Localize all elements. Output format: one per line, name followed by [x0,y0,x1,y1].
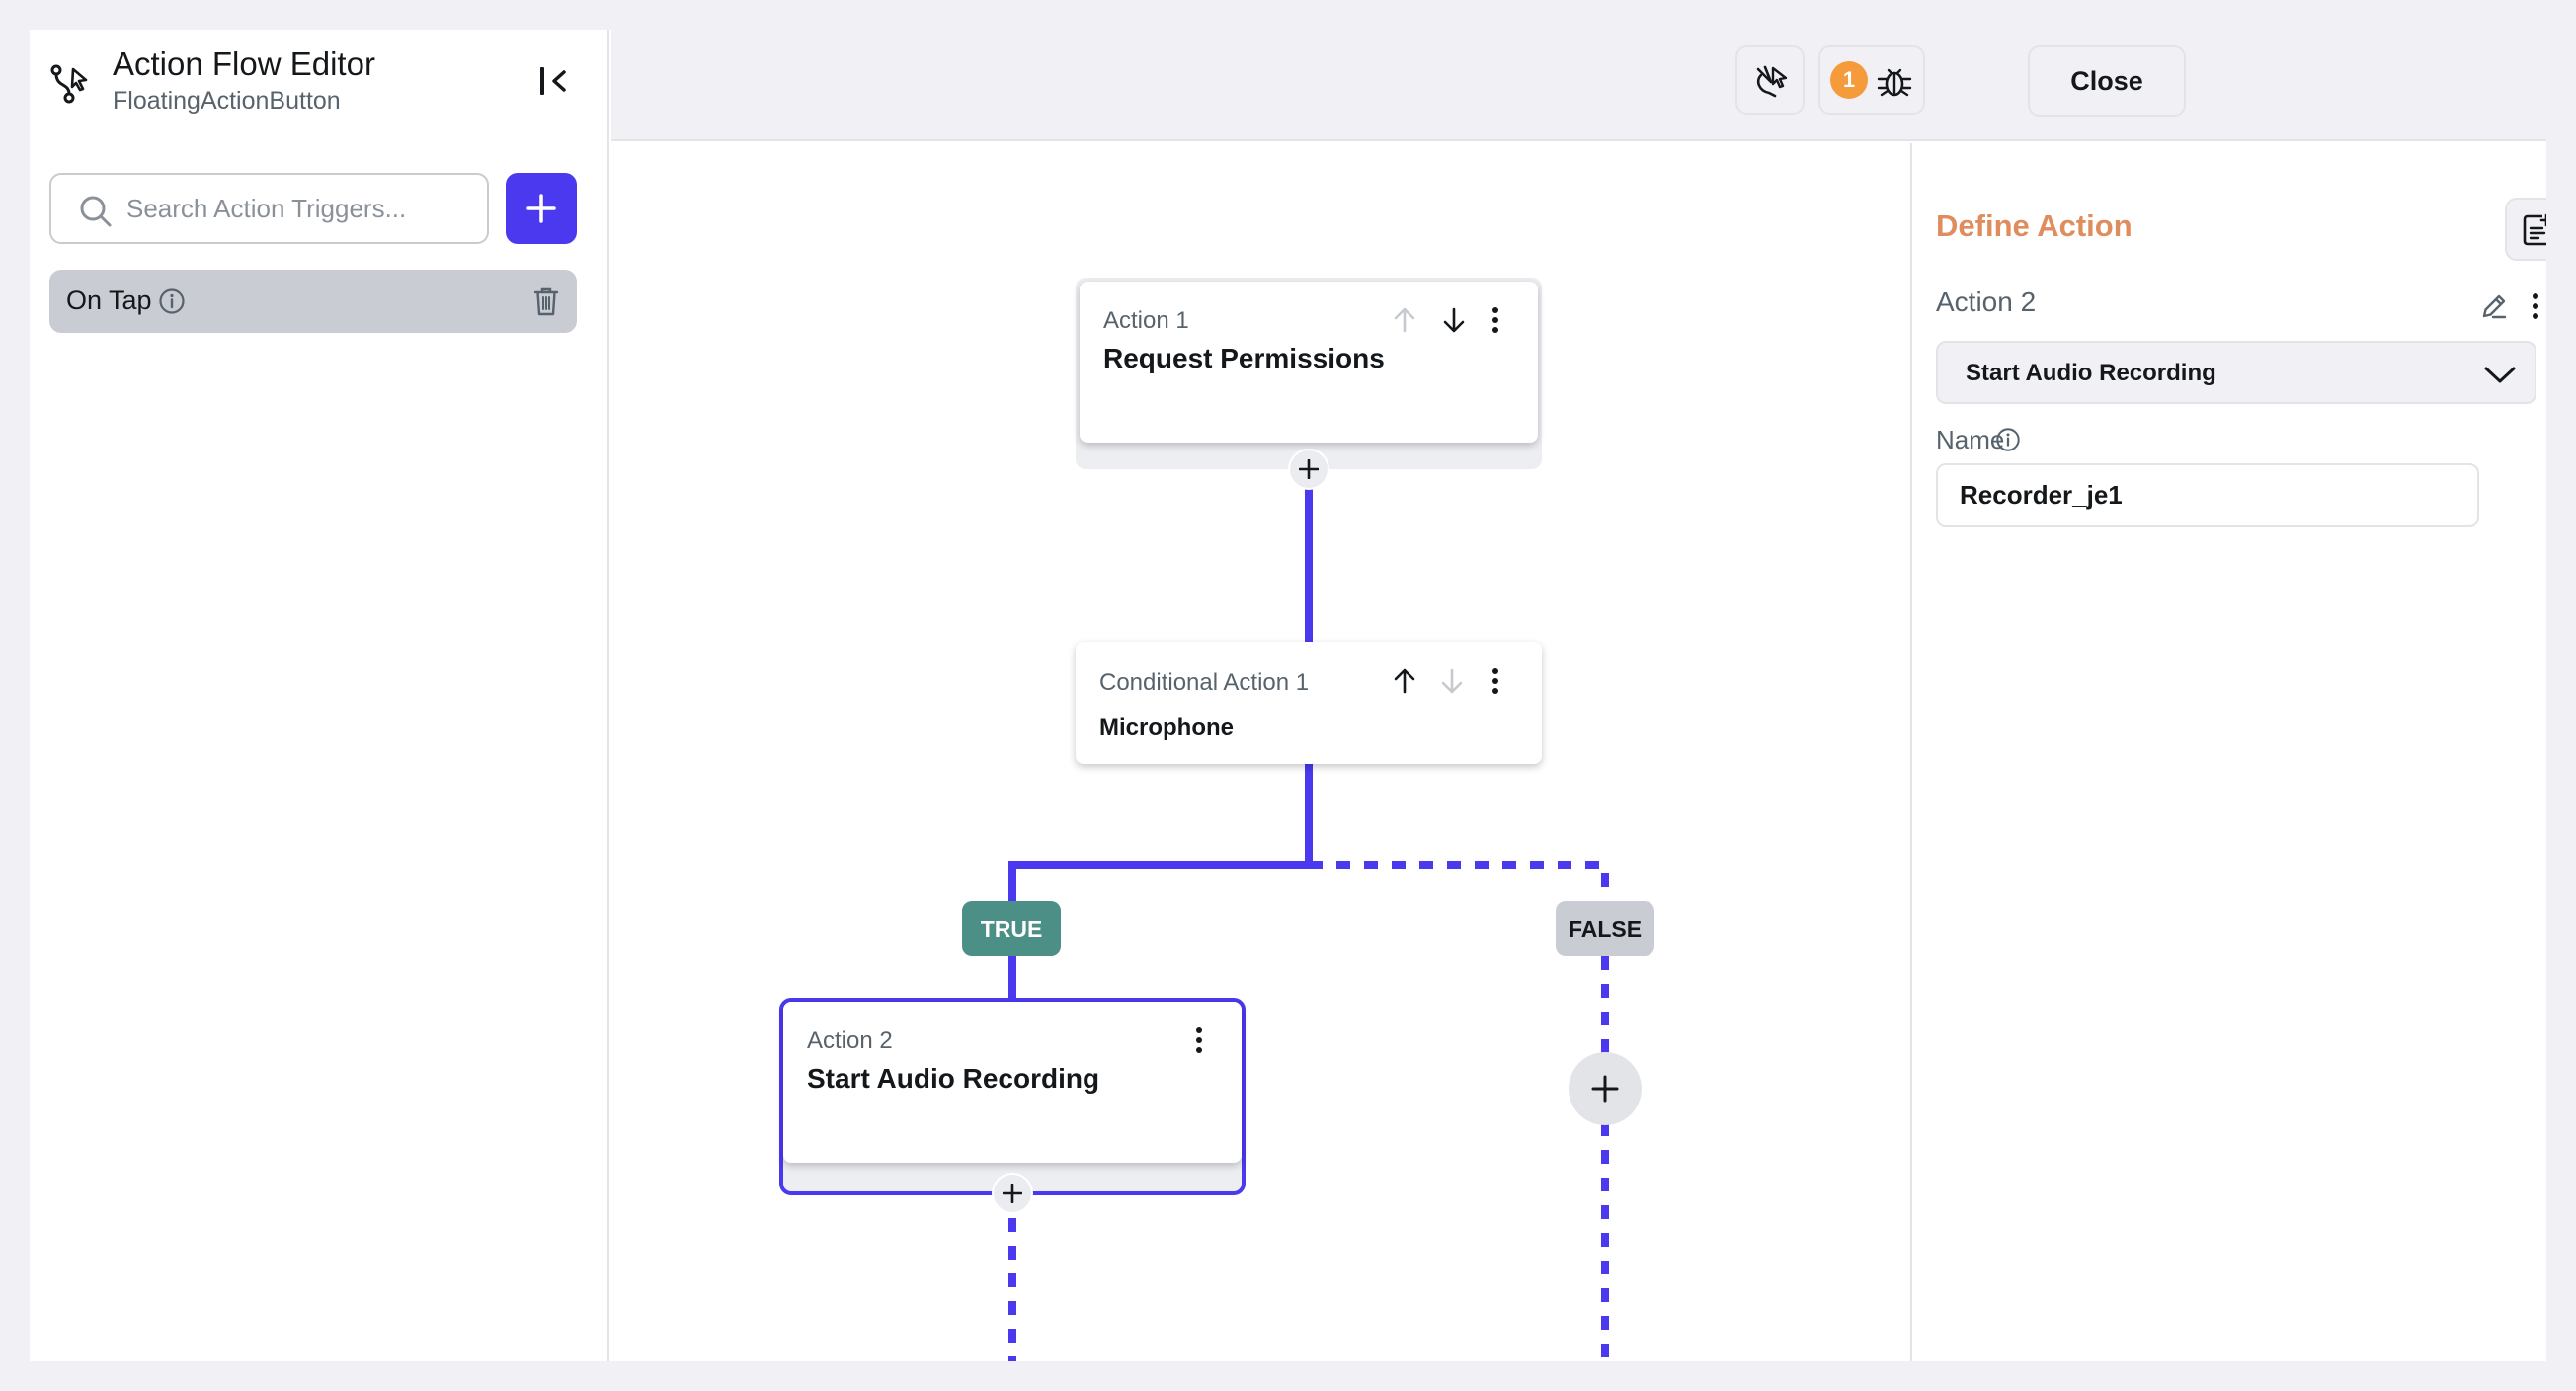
debug-button[interactable]: 1 [1818,45,1925,115]
sidebar: Action Flow Editor FloatingActionButton … [30,30,609,1361]
trigger-item-on-tap[interactable]: On Tap [49,270,577,333]
search-input[interactable] [126,185,472,232]
plus-icon [526,194,556,223]
action2-label: Action 2 [807,1027,893,1054]
chevron-down-icon [2484,367,2516,383]
add-action-after-action1[interactable] [1288,449,1329,490]
plus-icon [1299,459,1319,479]
plus-icon [1591,1075,1619,1103]
name-input[interactable] [1936,463,2479,527]
true-branch-tag: TRUE [962,901,1061,956]
conditional-action-card[interactable]: Conditional Action 1 Microphone [1076,642,1542,764]
warning-badge: 1 [1830,61,1868,99]
name-field-label: Name [1936,425,2005,454]
document-button[interactable] [2505,198,2546,261]
more-vertical-icon[interactable] [2529,291,2542,321]
flow-canvas[interactable]: Action 1 Request Permissions Conditional… [611,143,1910,1361]
info-icon[interactable] [1995,427,2021,452]
editor-subtitle: FloatingActionButton [113,87,341,115]
top-toolbar: 1 Close [611,30,2546,141]
action1-title: Request Permissions [1103,343,1385,373]
selected-action-label: Action 2 [1936,286,2037,317]
action2-card[interactable]: Action 2 Start Audio Recording [783,1002,1242,1163]
arrow-down-icon[interactable] [1439,305,1469,335]
more-vertical-icon[interactable] [1489,666,1502,696]
search-box[interactable] [49,173,489,244]
action1-label: Action 1 [1103,307,1189,334]
conditional-title: Microphone [1099,714,1234,741]
action1-card[interactable]: Action 1 Request Permissions [1080,282,1538,443]
add-action-false-branch[interactable] [1569,1052,1642,1125]
arrow-down-icon[interactable] [1437,666,1467,696]
info-icon[interactable] [158,287,186,315]
bug-icon [1877,68,1912,97]
define-action-title: Define Action [1936,208,2133,243]
action-type-select[interactable]: Start Audio Recording [1936,341,2536,404]
connector-conditional-true [1008,764,1313,1015]
flow-branch-icon [50,64,88,104]
more-vertical-icon[interactable] [1489,305,1502,335]
editor-title: Action Flow Editor [113,45,375,82]
gesture-button[interactable] [1735,45,1805,115]
trigger-label: On Tap [66,286,152,315]
app-window: Action Flow Editor FloatingActionButton … [30,30,2546,1361]
conditional-label: Conditional Action 1 [1099,669,1310,696]
plus-icon [1003,1184,1022,1203]
action-type-value: Start Audio Recording [1966,360,2216,386]
more-vertical-icon[interactable] [1192,1025,1206,1055]
pencil-icon[interactable] [2479,291,2509,321]
trash-icon[interactable] [531,286,561,317]
document-icon [2523,213,2546,246]
action2-title: Start Audio Recording [807,1063,1100,1094]
close-button[interactable]: Close [2028,45,2186,117]
arrow-up-icon[interactable] [1390,305,1419,335]
add-trigger-button[interactable] [506,173,577,244]
arrow-up-icon[interactable] [1390,666,1419,696]
add-action-after-action2[interactable] [992,1173,1033,1214]
define-action-panel: Define Action Action 2 Start Audio Recor… [1910,143,2546,1361]
search-icon [80,196,112,227]
false-branch-tag: FALSE [1556,901,1654,956]
gesture-tap-icon [1756,65,1788,98]
collapse-sidebar-icon[interactable] [537,63,573,99]
